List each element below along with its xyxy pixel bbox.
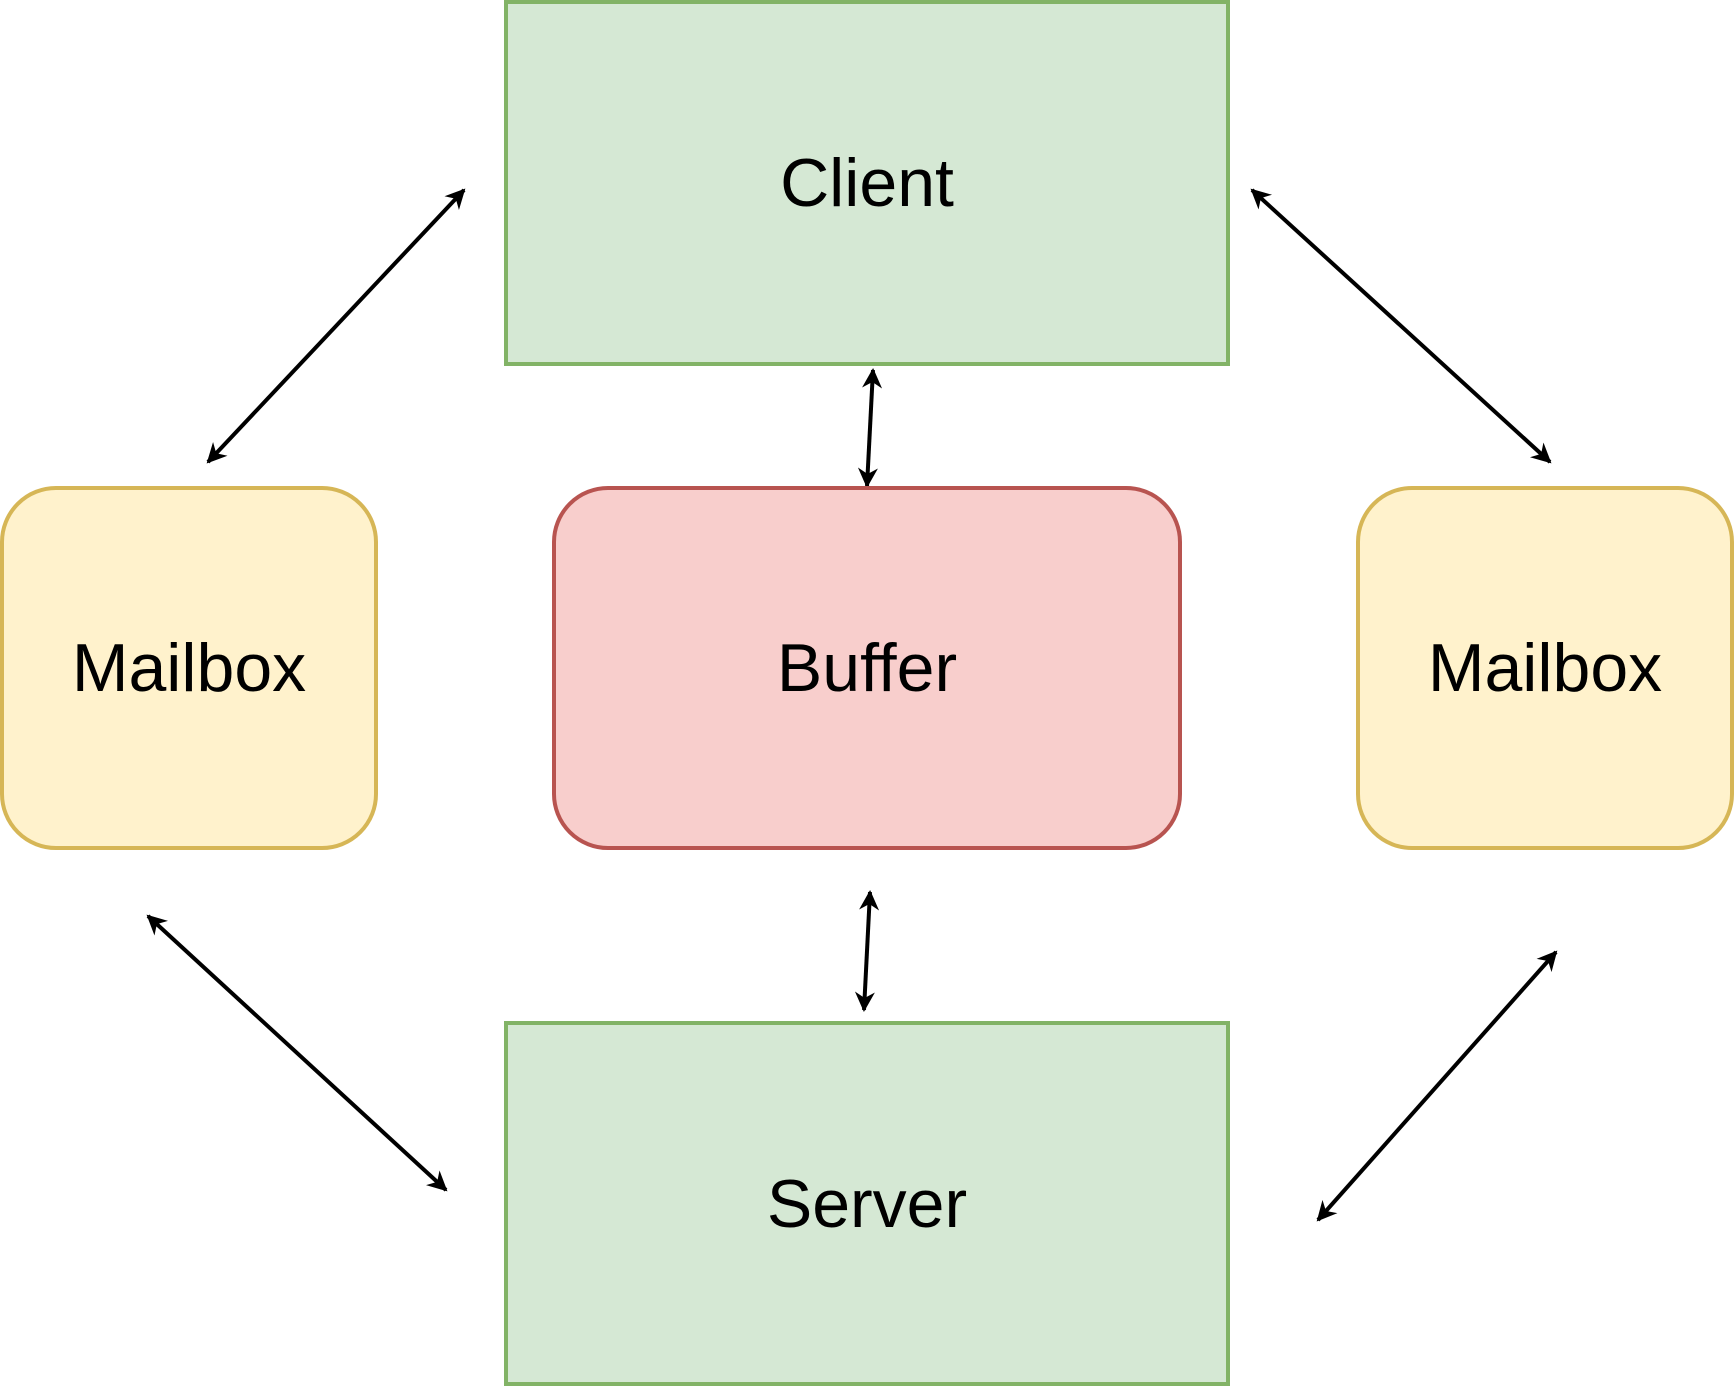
arrow-mailbox-right-server bbox=[1316, 950, 1558, 1222]
arrow-client-mailbox-right bbox=[1250, 188, 1552, 464]
mailbox-left-label: Mailbox bbox=[71, 630, 307, 706]
arrow-buffer-server bbox=[854, 890, 880, 1012]
buffer-node[interactable]: Buffer bbox=[552, 486, 1182, 850]
server-node[interactable]: Server bbox=[504, 1021, 1230, 1386]
client-node[interactable]: Client bbox=[504, 0, 1230, 366]
mailbox-right-label: Mailbox bbox=[1427, 630, 1663, 706]
buffer-label: Buffer bbox=[776, 630, 958, 706]
mailbox-right-node[interactable]: Mailbox bbox=[1356, 486, 1734, 850]
mailbox-left-node[interactable]: Mailbox bbox=[0, 486, 378, 850]
server-label: Server bbox=[766, 1165, 968, 1242]
arrow-client-buffer bbox=[857, 368, 883, 488]
arrow-client-mailbox-left bbox=[206, 188, 466, 464]
arrow-mailbox-left-server bbox=[146, 914, 448, 1192]
client-label: Client bbox=[780, 145, 954, 221]
